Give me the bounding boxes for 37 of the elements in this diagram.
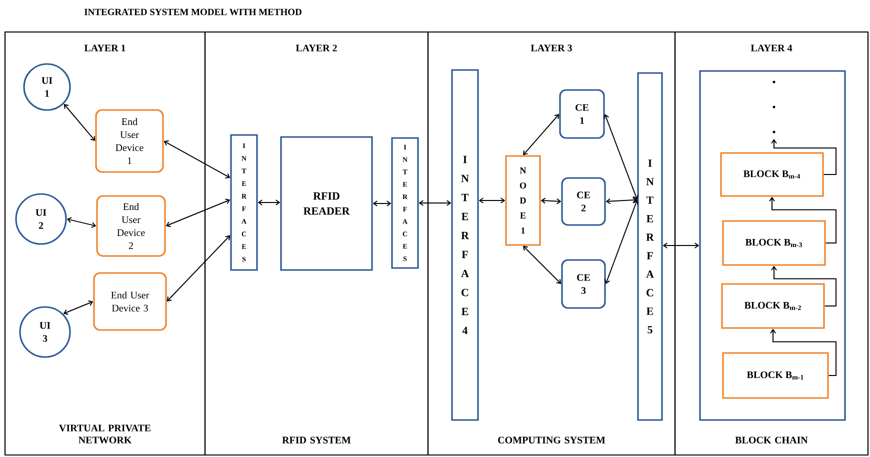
- arrow: [478, 198, 506, 204]
- block-box: BLOCK B$_{m-4}$: [720, 152, 824, 197]
- arrow: [258, 200, 280, 206]
- arrow: [771, 266, 836, 306]
- arrow: [662, 242, 700, 248]
- arrow: [166, 198, 230, 228]
- interface-bar: I N T E R F A C E 5: [637, 72, 663, 421]
- arrow: [372, 200, 392, 206]
- arrow: [164, 140, 230, 178]
- arrow: [604, 200, 639, 284]
- arrow: [63, 300, 94, 315]
- arrow: [64, 104, 96, 141]
- reader-box: RFID READER: [280, 136, 373, 271]
- compute-box: CE 1: [559, 89, 605, 139]
- device-box: End User Device 2: [96, 195, 166, 257]
- arrow: [771, 139, 836, 175]
- arrow: [770, 328, 836, 376]
- interface-bar: I N T E R F A C E 4: [451, 69, 479, 421]
- block-box: BLOCK B$_{m-2}$: [721, 283, 825, 329]
- arrow: [66, 217, 96, 228]
- node-box: N O D E 1: [505, 155, 541, 246]
- arrow: [523, 114, 560, 156]
- arrow: [523, 246, 562, 284]
- compute-box: CE 3: [561, 259, 606, 309]
- block-box: BLOCK B$_{m-1}$: [722, 352, 829, 399]
- arrow: [418, 200, 452, 206]
- arrow: [604, 114, 638, 200]
- title: INTEGRATED SYSTEM MODEL WITH METHOD: [84, 8, 302, 16]
- device-box: End User Device 1: [95, 109, 164, 173]
- arrow: [166, 235, 230, 302]
- chain-container: [699, 70, 846, 421]
- arrow: [606, 197, 638, 204]
- arrow: [540, 198, 562, 204]
- block-box: BLOCK B$_{m-3}$: [722, 220, 826, 266]
- device-box: End User Device 3: [93, 272, 167, 331]
- compute-box: CE 2: [561, 177, 606, 226]
- arrow: [769, 196, 836, 244]
